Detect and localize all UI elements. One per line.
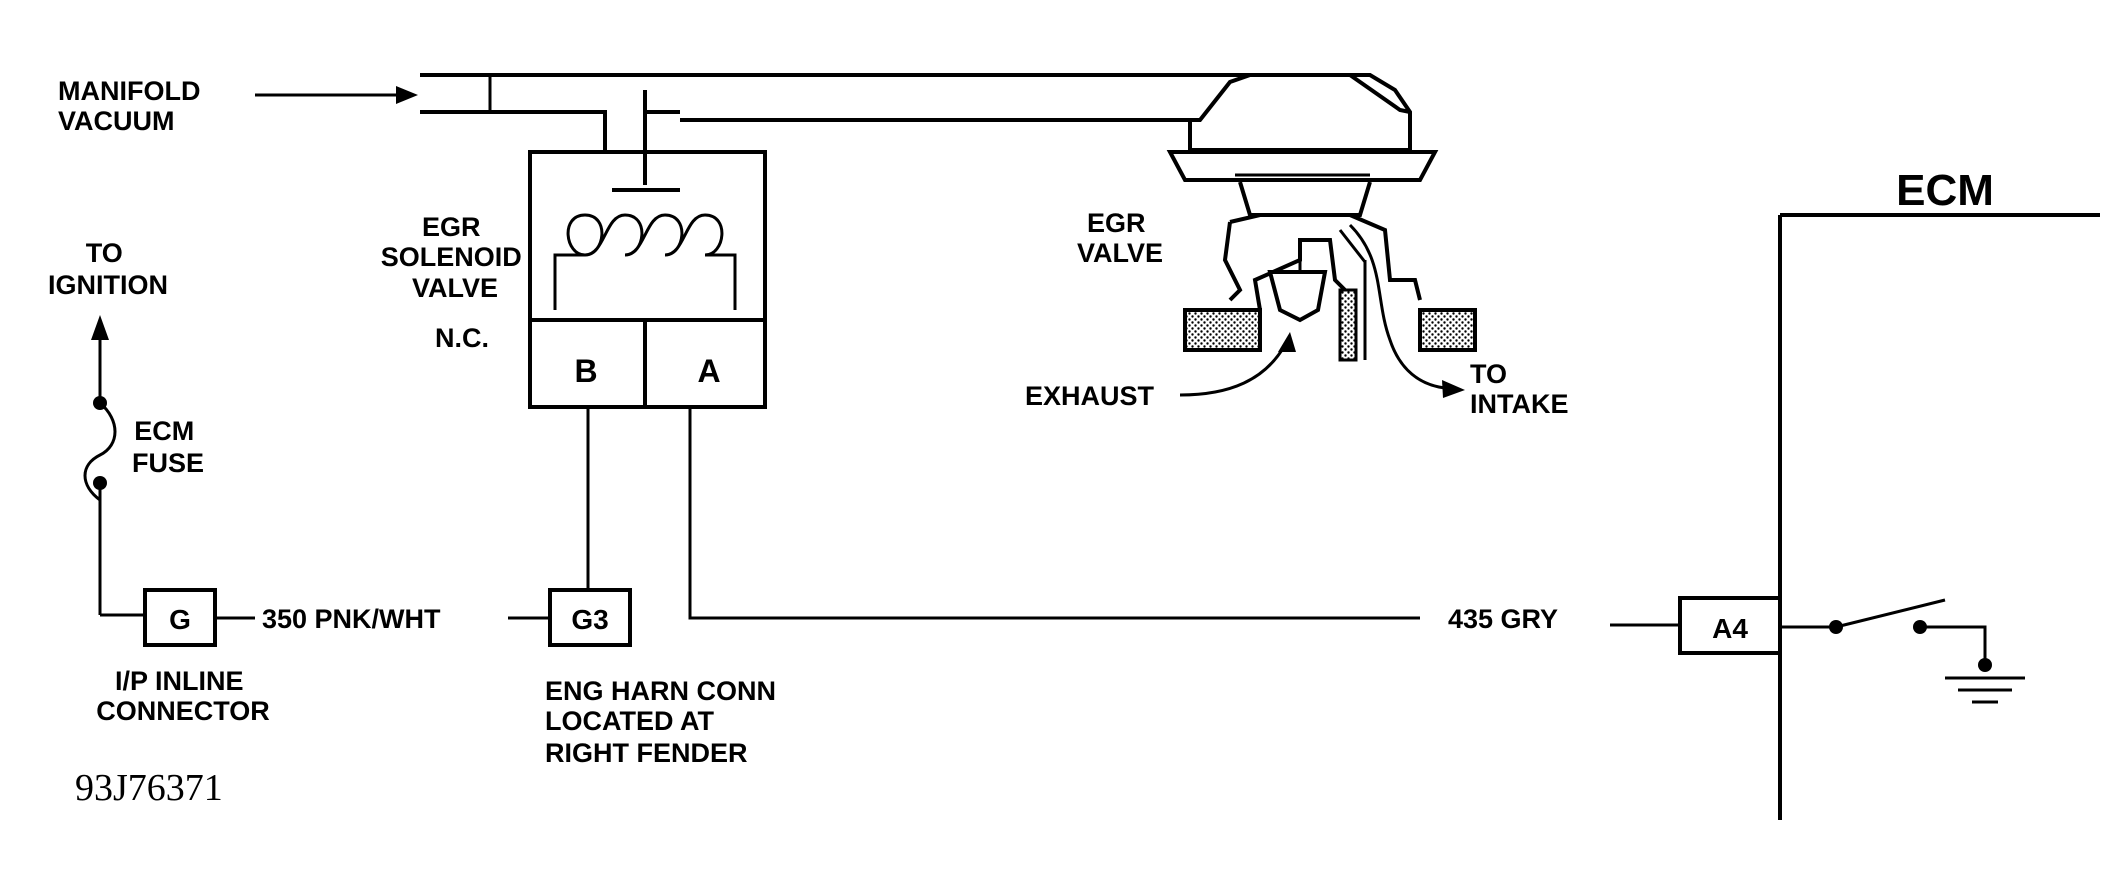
- manifold-vacuum-label: MANIFOLD VACUUM: [58, 76, 208, 136]
- pin-a-label: A: [697, 353, 720, 389]
- ground-icon: [1945, 676, 2025, 704]
- pin-b-label: B: [574, 353, 597, 389]
- ecm-fuse-label: ECM FUSE: [132, 416, 204, 478]
- wire-435-gry-label: 435 GRY: [1448, 604, 1558, 634]
- exhaust-flow-arrow: [1179, 332, 1296, 397]
- ecm-fuse-symbol: [83, 396, 145, 617]
- solenoid-coil: [553, 213, 737, 310]
- ecm-switch: [1780, 598, 1992, 672]
- egr-valve-label: EGR VALVE: [1077, 208, 1163, 268]
- egr-solenoid-valve-label: EGR SOLENOID VALVE: [381, 212, 530, 303]
- eng-harn-conn-label: ENG HARN CONN LOCATED AT RIGHT FENDER: [545, 676, 784, 768]
- egr-solenoid-valve: [528, 150, 767, 409]
- to-ignition-arrow: [91, 315, 109, 400]
- ecm-pin-label: A4: [1712, 613, 1748, 644]
- ip-inline-connector-label: I/P INLINE CONNECTOR: [96, 666, 270, 726]
- intake-flow-arrow: [1338, 223, 1465, 398]
- ecm-label: ECM: [1896, 166, 1994, 215]
- ip-connector-pin-label: G: [169, 604, 191, 635]
- exhaust-label: EXHAUST: [1025, 381, 1155, 411]
- eng-harn-connector: [548, 588, 632, 647]
- vacuum-hose: [420, 73, 1411, 192]
- ecm-module: [1778, 213, 2100, 820]
- manifold-vacuum-arrow: [255, 86, 418, 104]
- egr-valve: [1166, 73, 1477, 362]
- wire-350-pnk-wht-label: 350 PNK/WHT: [262, 604, 441, 634]
- to-ignition-label: TO IGNITION: [48, 238, 168, 300]
- figure-id: 93J76371: [75, 767, 223, 809]
- to-intake-label: TO INTAKE: [1470, 359, 1569, 419]
- normally-closed-label: N.C.: [435, 323, 489, 353]
- wire-gry: [688, 407, 1420, 620]
- eng-harn-pin-label: G3: [571, 604, 608, 635]
